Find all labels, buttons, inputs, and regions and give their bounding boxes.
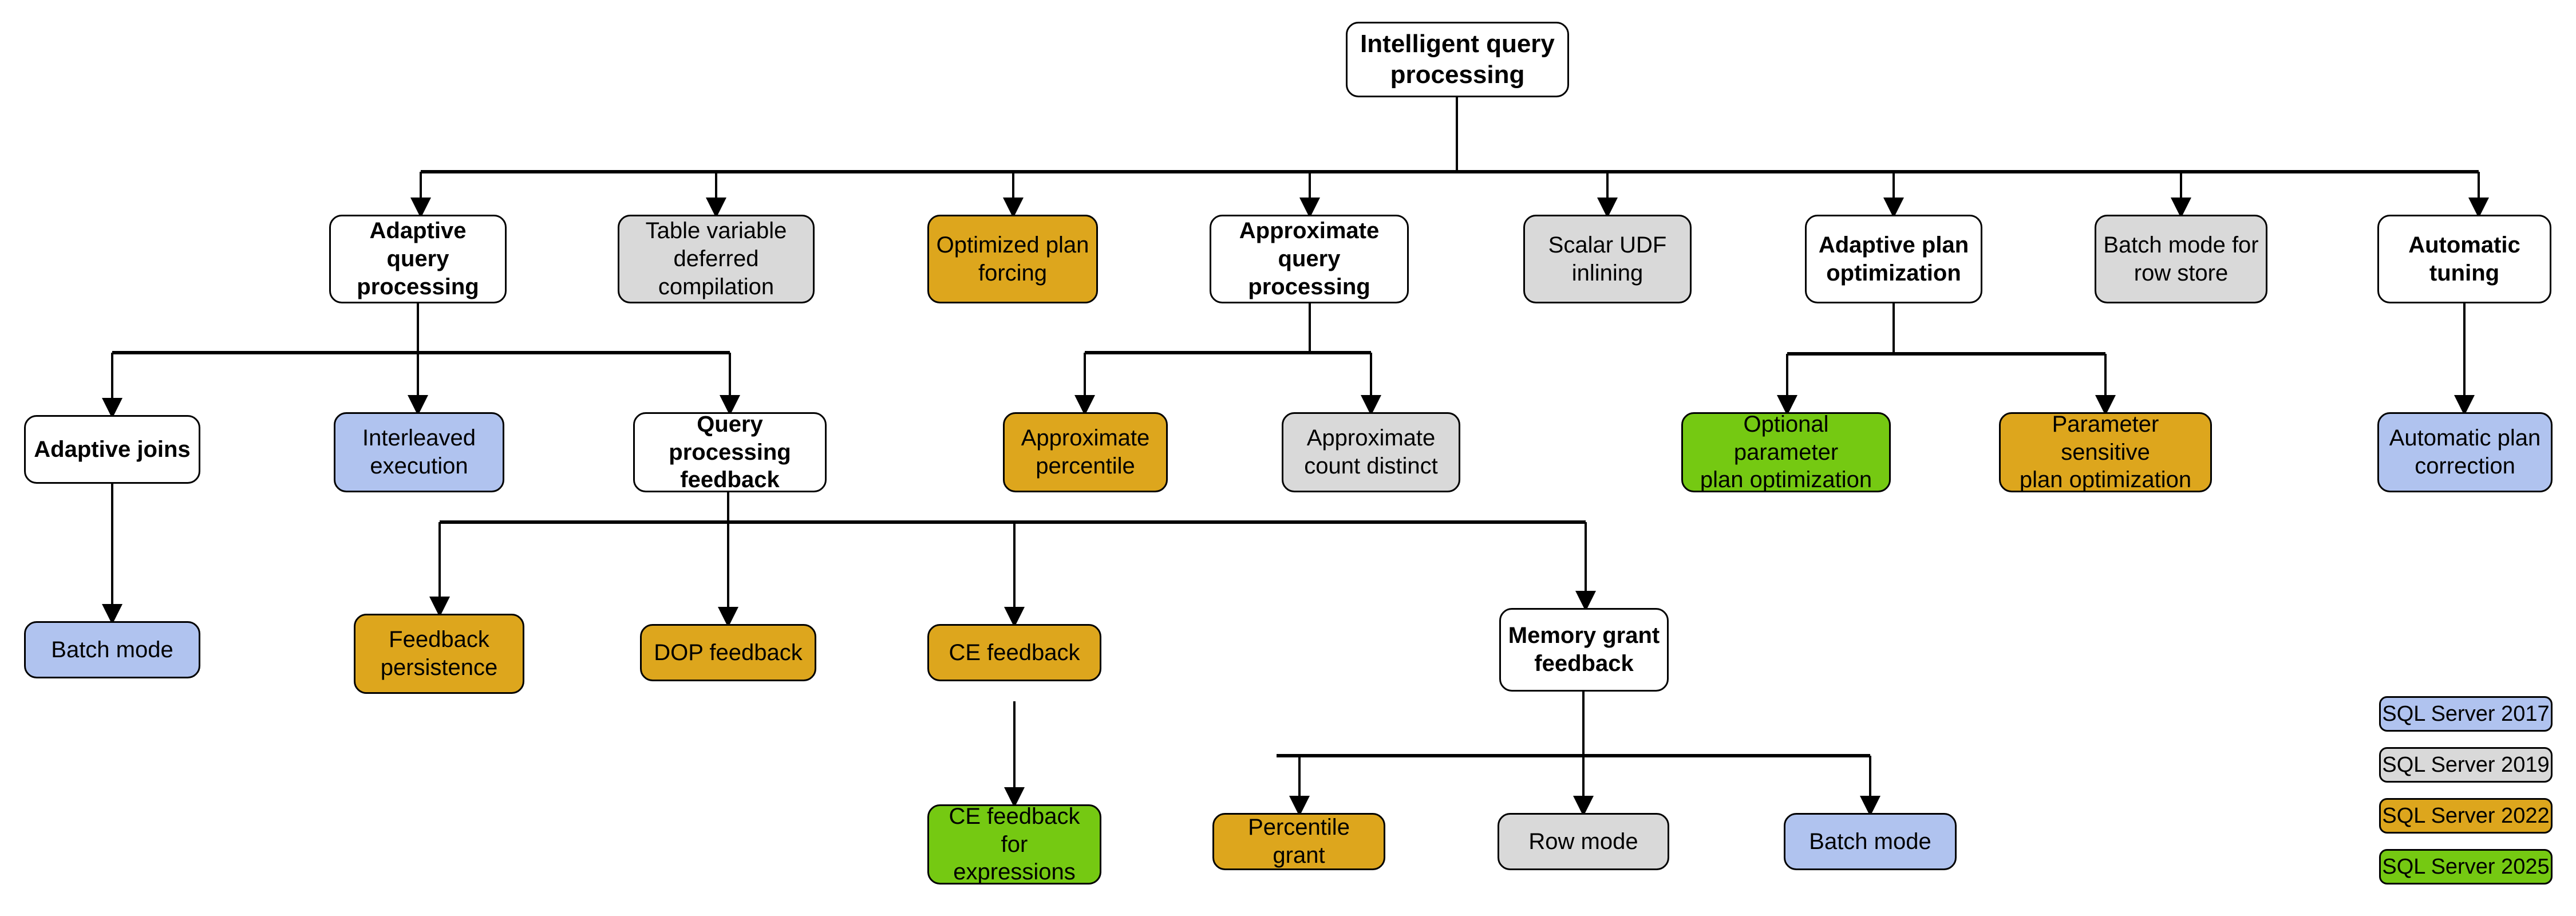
- node-automatic-tuning[interactable]: Automatic tuning: [2377, 215, 2551, 303]
- node-approximate-count-distinct[interactable]: Approximate count distinct: [1282, 412, 1460, 492]
- node-intelligent-query-processing[interactable]: Intelligent query processing: [1346, 22, 1569, 97]
- node-adaptive-query-processing[interactable]: Adaptive query processing: [329, 215, 507, 303]
- node-table-variable-deferred-compilation[interactable]: Table variable deferred compilation: [618, 215, 815, 303]
- node-batch-mode-for-row-store[interactable]: Batch mode for row store: [2095, 215, 2267, 303]
- legend-sql-server-2025[interactable]: SQL Server 2025: [2379, 849, 2553, 885]
- node-optimized-plan-forcing[interactable]: Optimized plan forcing: [927, 215, 1098, 303]
- node-optional-parameter-plan-optimization[interactable]: Optional parameter plan optimization: [1681, 412, 1891, 492]
- node-dop-feedback[interactable]: DOP feedback: [640, 624, 816, 681]
- node-parameter-sensitive-plan-optimization[interactable]: Parameter sensitive plan optimization: [1999, 412, 2212, 492]
- node-batch-mode-memory-grant[interactable]: Batch mode: [1784, 813, 1957, 870]
- node-row-mode[interactable]: Row mode: [1498, 813, 1669, 870]
- node-approximate-query-processing[interactable]: Approximate query processing: [1210, 215, 1409, 303]
- node-adaptive-joins[interactable]: Adaptive joins: [24, 415, 200, 484]
- legend-sql-server-2019[interactable]: SQL Server 2019: [2379, 747, 2553, 783]
- node-adaptive-plan-optimization[interactable]: Adaptive plan optimization: [1805, 215, 1982, 303]
- node-ce-feedback-for-expressions[interactable]: CE feedback for expressions: [927, 804, 1101, 885]
- node-query-processing-feedback[interactable]: Query processing feedback: [633, 412, 827, 492]
- legend-sql-server-2017[interactable]: SQL Server 2017: [2379, 696, 2553, 732]
- node-automatic-plan-correction[interactable]: Automatic plan correction: [2377, 412, 2553, 492]
- node-ce-feedback[interactable]: CE feedback: [927, 624, 1101, 681]
- node-feedback-persistence[interactable]: Feedback persistence: [354, 614, 524, 694]
- legend-sql-server-2022[interactable]: SQL Server 2022: [2379, 798, 2553, 834]
- node-percentile-grant[interactable]: Percentile grant: [1212, 813, 1385, 870]
- node-approximate-percentile[interactable]: Approximate percentile: [1003, 412, 1168, 492]
- node-memory-grant-feedback[interactable]: Memory grant feedback: [1499, 608, 1669, 692]
- node-interleaved-execution[interactable]: Interleaved execution: [334, 412, 504, 492]
- node-batch-mode[interactable]: Batch mode: [24, 621, 200, 678]
- node-scalar-udf-inlining[interactable]: Scalar UDF inlining: [1523, 215, 1692, 303]
